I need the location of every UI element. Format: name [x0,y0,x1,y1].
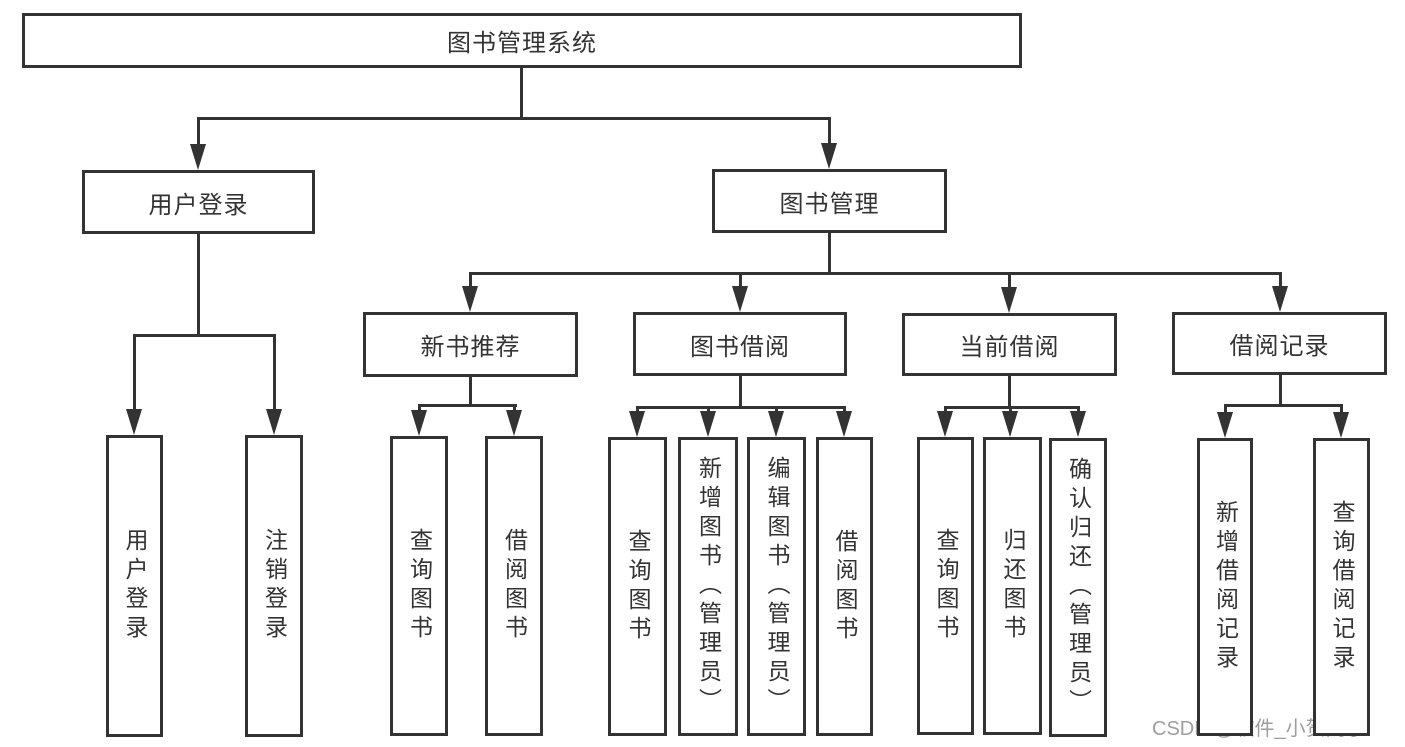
node-label: 新书推荐 [420,334,521,361]
arrowhead-down-icon [126,409,142,435]
connector-line [944,406,947,414]
arrowhead-down-icon [1002,411,1018,437]
arrowhead-down-icon [768,411,784,437]
connector-line [1009,406,1012,414]
connector-line [843,406,846,414]
connector-line [1340,404,1343,414]
arrowhead-down-icon [836,411,852,437]
node-label: 确认归还（管理员） [1065,457,1092,718]
connector-line [197,117,200,147]
node-label: 新增图书（管理员） [695,456,722,717]
connector-line [1008,376,1011,409]
node-label: 借阅图书 [832,528,858,645]
connector-line [469,272,472,288]
node-br-query-record: 查询借阅记录 [1313,438,1370,736]
connector-line [636,406,846,409]
connector-line [197,234,200,337]
node-cb-return-book: 归还图书 [983,437,1042,735]
node-root: 图书管理系统 [22,13,1022,68]
connector-line [469,272,1282,275]
connector-line [1224,404,1343,407]
arrowhead-down-icon [1001,287,1017,313]
arrowhead-down-icon [506,410,522,436]
arrowhead-down-icon [937,411,953,437]
arrowhead-down-icon [1272,286,1288,312]
arrowhead-down-icon [732,286,748,312]
connector-line [418,404,517,407]
connector-line [707,406,710,414]
connector-line [513,404,516,414]
connector-line [1224,404,1227,414]
connector-line [133,334,276,337]
arrowhead-down-icon [700,411,716,437]
node-cb-confirm-return: 确认归还（管理员） [1049,438,1107,737]
node-cb-query-book: 查询图书 [917,437,974,735]
node-login: 用户登录 [106,435,163,737]
connector-line [828,233,831,275]
node-label: 用户登录 [148,191,249,219]
node-logout: 注销登录 [245,435,303,737]
connector-line [1279,272,1282,288]
node-book-mgmt: 图书管理 [712,169,947,233]
node-book-borrow: 图书借阅 [633,312,847,376]
connector-line [775,406,778,414]
arrowhead-down-icon [190,144,206,170]
connector-line [1008,272,1011,288]
node-label: 图书管理系统 [447,30,597,57]
node-borrow-records: 借阅记录 [1172,312,1387,375]
connector-line [739,376,742,409]
connector-line [418,404,421,414]
node-bb-query-book: 查询图书 [608,437,667,736]
node-label: 借阅图书 [501,528,528,644]
node-label: 查询图书 [625,528,651,645]
connector-line [197,117,831,120]
connector-line [520,68,523,119]
arrowhead-down-icon [266,409,282,435]
connector-line [828,117,831,146]
node-nbr-borrow-book: 借阅图书 [485,436,543,736]
arrowhead-down-icon [411,410,427,436]
connector-line [133,334,136,412]
arrowhead-down-icon [629,411,645,437]
connector-line [1077,406,1080,414]
node-label: 编辑图书（管理员） [764,456,790,717]
arrowhead-down-icon [462,286,478,312]
node-label: 借阅记录 [1229,333,1330,360]
node-label: 查询图书 [406,528,433,644]
node-label: 当前借阅 [959,334,1060,361]
node-current-borrow: 当前借阅 [902,313,1117,376]
node-nbr-query-book: 查询图书 [390,436,448,736]
connector-line [636,406,639,414]
node-label: 图书借阅 [690,333,790,361]
node-label: 图书管理 [779,190,880,218]
arrowhead-down-icon [821,143,837,169]
node-br-add-record: 新增借阅记录 [1197,438,1253,736]
connector-line [944,406,1080,409]
node-user-login: 用户登录 [82,170,315,234]
connector-line [739,272,742,288]
node-bb-add-book: 新增图书（管理员） [678,437,738,736]
node-bb-edit-book: 编辑图书（管理员） [747,437,806,736]
node-label: 新增借阅记录 [1212,500,1239,674]
node-label: 注销登录 [261,528,288,644]
arrowhead-down-icon [1333,412,1349,438]
arrowhead-down-icon [1217,412,1233,438]
connector-line [273,334,276,412]
node-label: 用户登录 [122,528,148,644]
connector-line [1279,375,1282,407]
connector-line [469,377,472,407]
node-bb-borrow-book: 借阅图书 [816,437,873,736]
node-new-book-rec: 新书推荐 [363,312,578,377]
node-label: 归还图书 [1000,528,1026,644]
arrowhead-down-icon [1070,411,1086,437]
node-label: 查询借阅记录 [1329,500,1355,674]
node-label: 查询图书 [933,528,959,644]
